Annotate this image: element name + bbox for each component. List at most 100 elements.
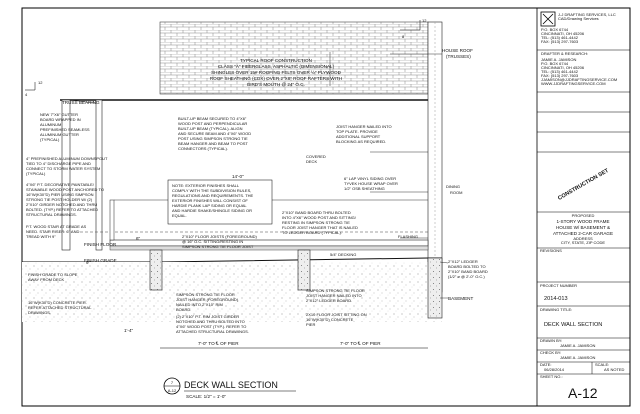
svg-text:ALUMINUM: ALUMINUM (40, 122, 61, 127)
svg-text:JAMIE A. JAMISON: JAMIE A. JAMISON (560, 355, 595, 360)
svg-text:NOTCHED AND THRU BOLTED INTO: NOTCHED AND THRU BOLTED INTO (176, 319, 245, 324)
roof-slope-label: 12 (422, 18, 427, 23)
svg-text:CONNECTORS (TYPICAL).: CONNECTORS (TYPICAL). (178, 146, 228, 151)
dimension-left: 7'-0" TO ℄ OF PIER (198, 341, 239, 346)
svg-text:STRONG TIE POST HOLDER W/ (2): STRONG TIE POST HOLDER W/ (2) (26, 197, 93, 202)
svg-text:2014-013: 2014-013 (544, 296, 568, 302)
svg-text:BUILT-UP BEAM SECURED TO 4"X6": BUILT-UP BEAM SECURED TO 4"X6" (178, 116, 247, 121)
construction-set-stamp: CONSTRUCTION SET (557, 168, 610, 202)
svg-text:ALUMINUM GUTTER: ALUMINUM GUTTER (40, 132, 79, 137)
svg-text:TEL: (513) 461-4442: TEL: (513) 461-4442 (541, 69, 579, 74)
svg-text:RESTING IN SIMPSON STRONG TIE: RESTING IN SIMPSON STRONG TIE (282, 220, 350, 225)
svg-text:COMPLY WITH THE SUBDIVISION RU: COMPLY WITH THE SUBDIVISION RULES, (172, 188, 251, 193)
svg-text:AND HARDIE SHAKE/SHINGLE SIDIN: AND HARDIE SHAKE/SHINGLE SIDING OR (172, 208, 252, 213)
house-roof-label: HOUSE ROOF (442, 48, 473, 53)
svg-text:DATE:: DATE: (540, 362, 551, 367)
dimension-height: 14'-0" (232, 174, 244, 179)
gutter-note: NEW 7"X6" GUTTER BOARD WRAPPED IN ALUMIN… (40, 112, 90, 142)
roof-shingles (159, 21, 429, 95)
footing-note: 2X10 FLOOR JOIST SITTING ON 16"W(K30"D) … (306, 312, 367, 327)
svg-text:SIMPSON STRONG TIE FLOOR: SIMPSON STRONG TIE FLOOR (306, 288, 365, 293)
svg-text:REVISIONS: REVISIONS (540, 248, 562, 253)
svg-text:TEL: (513) 461-4442: TEL: (513) 461-4442 (541, 35, 579, 40)
dimension-six-inch: 6" (136, 236, 141, 241)
flashing-label: FLASHING (398, 234, 418, 239)
svg-text:STAINABLE WOOD POST ANCHORED T: STAINABLE WOOD POST ANCHORED TO (26, 187, 104, 192)
svg-text:BIRD'S MOUTH @ 24" O.C.: BIRD'S MOUTH @ 24" O.C. (247, 82, 305, 87)
svg-text:JAMIE A. JAMISON: JAMIE A. JAMISON (541, 57, 576, 62)
svg-text:2X10 FLOOR JOIST SITTING ON: 2X10 FLOOR JOIST SITTING ON (306, 312, 367, 317)
floor-joists (109, 245, 429, 251)
svg-text:FAX: (513) 297-7603: FAX: (513) 297-7603 (541, 73, 579, 78)
svg-text:P.T. WOOD STAIR AT GRADE AS: P.T. WOOD STAIR AT GRADE AS (26, 224, 86, 229)
sheet-number: A-12 (568, 385, 598, 401)
title-block: J-J DRAFTING SERVICES, LLC CAD/Drawing S… (537, 11, 630, 401)
dining-room-sub: ROOM (450, 190, 462, 195)
deck-boards (109, 239, 429, 247)
svg-text:DRAWN BY:: DRAWN BY: (540, 338, 562, 343)
svg-text:16"W(K30"D) CONCRETE PIER.: 16"W(K30"D) CONCRETE PIER. (28, 300, 87, 305)
band-board-note: 2"X10" BAND BOARD THRU BOLTED INTO 4"X6"… (282, 210, 358, 235)
svg-text:JJAMISON@JJDRAFTINGSERVICE.COM: JJAMISON@JJDRAFTINGSERVICE.COM (541, 77, 617, 82)
svg-text:HOUSE W/ BASEMENT &: HOUSE W/ BASEMENT & (556, 225, 610, 230)
svg-text:PROJECT NUMBER: PROJECT NUMBER (540, 283, 577, 288)
decking-label: 5/4" DECKING (330, 252, 356, 257)
svg-text:1-STORY WOOD FRAME: 1-STORY WOOD FRAME (556, 219, 609, 224)
svg-text:BOARD.: BOARD. (176, 307, 191, 312)
svg-text:6" LAP VINYL SIDING OVER: 6" LAP VINYL SIDING OVER (344, 176, 396, 181)
svg-text:AS NOTED: AS NOTED (604, 367, 625, 372)
finish-note: NOTE: EXTERIOR FINISHES SHALL COMPLY WIT… (172, 183, 254, 218)
svg-text:TYVEK HOUSE WRAP OVER: TYVEK HOUSE WRAP OVER (344, 181, 398, 186)
svg-text:(1/2" ⌀ @ 2'-0" O.C.): (1/2" ⌀ @ 2'-0" O.C.) (448, 274, 485, 279)
svg-text:4"X6" P.T. DECORATIVE PAINTABL: 4"X6" P.T. DECORATIVE PAINTABLE/ (26, 182, 95, 187)
left-slope-label: 12 (38, 80, 43, 85)
ledger-note: 2"X12" LEDGER BOARD BOLTED TO 2"X10" BAN… (448, 259, 488, 279)
svg-text:4"X6" WOOD POST (TYP.). REFER: 4"X6" WOOD POST (TYP.). REFER TO (176, 324, 246, 329)
svg-text:BEAM HANGER AND BEAM TO POST: BEAM HANGER AND BEAM TO POST (178, 141, 248, 146)
svg-text:16"W(K30"D) PIER USING SIMPSON: 16"W(K30"D) PIER USING SIMPSON (26, 192, 94, 197)
rim-joist-note: (2) 2"X10" P.T. RIM JOIST GIRDER NOTCHED… (176, 314, 249, 334)
svg-text:P.O. BOX 6744: P.O. BOX 6744 (541, 27, 569, 32)
svg-text:ADDITIONAL SUPPORT: ADDITIONAL SUPPORT (336, 134, 381, 139)
downspout (95, 99, 103, 251)
svg-text:BOARD WRAPPED IN: BOARD WRAPPED IN (40, 117, 81, 122)
svg-text:WOOD POST AND PERPENDICULAR: WOOD POST AND PERPENDICULAR (178, 121, 247, 126)
svg-text:ADDRESS: ADDRESS (573, 236, 593, 241)
svg-text:16"W(K30"D) CONCRETE: 16"W(K30"D) CONCRETE (306, 317, 354, 322)
svg-text:JOIST HANGER NAILED INTO: JOIST HANGER NAILED INTO (306, 293, 362, 298)
svg-text:FINISH GRADE TO SLOPE: FINISH GRADE TO SLOPE (28, 272, 78, 277)
section-title: DECK WALL SECTION (184, 380, 278, 390)
roof-note: TYPICAL ROOF CONSTRUCTION CLASS "A" FIBE… (210, 58, 342, 87)
svg-text:DRAWINGS.: DRAWINGS. (28, 310, 51, 315)
svg-text:POST USING SIMPSON STRONG TIE: POST USING SIMPSON STRONG TIE (178, 136, 248, 141)
svg-text:DRAWING TITLE:: DRAWING TITLE: (540, 307, 572, 312)
svg-text:PROPOSED: PROPOSED (572, 213, 595, 218)
svg-text:TYPICAL ROOF CONSTRUCTION: TYPICAL ROOF CONSTRUCTION (240, 58, 312, 63)
svg-text:4" PREFINISHED ALUMINUM DOWNSP: 4" PREFINISHED ALUMINUM DOWNSPOUT (26, 156, 108, 161)
svg-text:2"X10" BAND BOARD THRU BOLTED: 2"X10" BAND BOARD THRU BOLTED (282, 210, 351, 215)
company-logo (540, 11, 556, 27)
pier-left (149, 249, 163, 291)
svg-text:DRAFTER & RESEARCH:: DRAFTER & RESEARCH: (541, 51, 588, 56)
svg-text:AND SECURE BEAM AND 4"X6" WOOD: AND SECURE BEAM AND 4"X6" WOOD (178, 131, 251, 136)
section-sheet: A-12 (168, 388, 177, 393)
svg-text:2"X10" BAND BOARD: 2"X10" BAND BOARD (448, 269, 488, 274)
finish-floor-label: FINISH FLOOR (84, 242, 117, 247)
svg-text:SIMPSON STRONG TIE FLOOR JOIST: SIMPSON STRONG TIE FLOOR JOIST (182, 244, 254, 249)
floor-joist-note: 2"X10" FLOOR JOISTS (FOREGROUND) @ 16" O… (182, 234, 258, 249)
left-slope-run: 4 (25, 92, 28, 97)
ledger-hanger-note: SIMPSON STRONG TIE FLOOR JOIST HANGER NA… (306, 288, 365, 303)
svg-text:(TYPICAL): (TYPICAL) (40, 137, 60, 142)
svg-text:PREFINISHED SEAMLESS: PREFINISHED SEAMLESS (40, 127, 90, 132)
svg-text:CHECK BY:: CHECK BY: (540, 350, 561, 355)
dimension-nine-inch: 9" (86, 260, 91, 265)
svg-text:(2) 2"X10" P.T. RIM JOIST GIRD: (2) 2"X10" P.T. RIM JOIST GIRDER (176, 314, 239, 319)
svg-text:CINCINNATI, OH 45206: CINCINNATI, OH 45206 (541, 31, 585, 36)
beam-note: BUILT-UP BEAM SECURED TO 4"X6" WOOD POST… (178, 116, 251, 151)
post-left (61, 99, 71, 251)
svg-text:NEW 7"X6" GUTTER: NEW 7"X6" GUTTER (40, 112, 78, 117)
grade-slope-note: FINISH GRADE TO SLOPE AWAY FROM DECK (28, 272, 78, 282)
joist-hanger-note: JOIST HANGER NAILED INTO TOP PLATE. PROV… (336, 124, 392, 144)
